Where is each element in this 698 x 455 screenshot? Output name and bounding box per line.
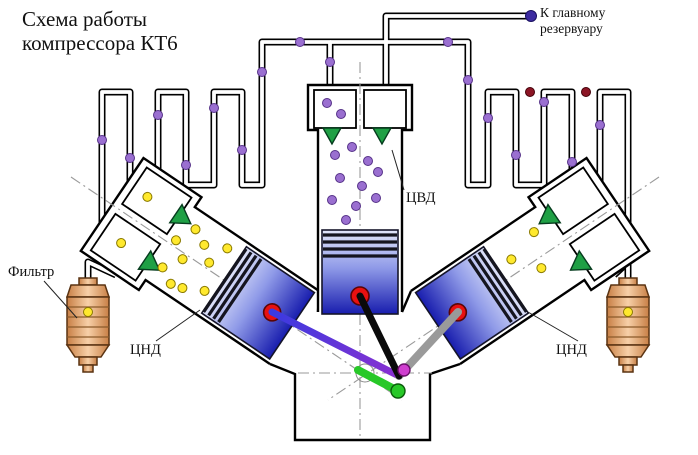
valve-icon xyxy=(137,249,161,271)
filter-label: Фильтр xyxy=(8,264,54,280)
air-dot-purple xyxy=(511,150,521,160)
air-dot-purple xyxy=(351,201,361,211)
diagram-title-line2: компрессора КТ6 xyxy=(22,31,178,55)
lp-cylinder-right-label: ЦНД xyxy=(556,342,587,358)
air-dot-yellow xyxy=(177,254,188,265)
leader-lp-left xyxy=(155,309,201,342)
air-dot-purple xyxy=(97,135,107,145)
air-dot-purple xyxy=(295,37,305,47)
air-dot-purple xyxy=(539,97,549,107)
air-dot-purple xyxy=(325,57,335,67)
piston-left xyxy=(200,245,316,361)
reservoir-dot xyxy=(525,10,537,22)
air-dot-red xyxy=(525,87,535,97)
connecting-rod-center xyxy=(356,292,403,380)
air-dot-purple xyxy=(322,98,332,108)
air-dot-yellow xyxy=(142,191,153,202)
air-dot-yellow xyxy=(83,307,93,317)
air-dot-yellow xyxy=(204,257,215,268)
air-dot-purple xyxy=(209,103,219,113)
air-dot-purple xyxy=(257,67,267,77)
air-dot-purple xyxy=(181,160,191,170)
air-dot-yellow xyxy=(528,227,539,238)
diagram-title-line1: Схема работы xyxy=(22,7,147,31)
air-dot-purple xyxy=(443,37,453,47)
hp-cylinder-label: ЦВД xyxy=(406,190,436,206)
valve-icon xyxy=(321,127,343,146)
labels: Схема работы компрессора КТ6 К главному … xyxy=(8,5,606,358)
valve-chamber xyxy=(313,89,357,129)
air-dots-left xyxy=(116,191,233,296)
air-dot-purple xyxy=(330,150,340,160)
air-dot-yellow xyxy=(171,235,182,246)
air-dot-purple xyxy=(463,75,473,85)
air-dot-yellow xyxy=(222,243,233,254)
air-dot-purple xyxy=(595,120,605,130)
air-dot-purple xyxy=(327,195,337,205)
air-dot-purple xyxy=(347,142,357,152)
air-dot-purple xyxy=(153,110,163,120)
air-dot-purple xyxy=(341,215,351,225)
air-dot-yellow xyxy=(199,285,210,296)
air-dot-yellow xyxy=(506,254,517,265)
air-dots-right xyxy=(506,227,547,274)
air-dot-purple xyxy=(237,145,247,155)
air-dot-purple xyxy=(567,157,577,167)
leader-filter xyxy=(43,280,78,319)
air-dot-yellow xyxy=(177,283,188,294)
valve-icon xyxy=(538,203,562,225)
air-dot-purple xyxy=(373,167,383,177)
air-dot-purple xyxy=(125,153,135,163)
air-dot-yellow xyxy=(623,307,633,317)
air-dot-yellow xyxy=(190,224,201,235)
connecting-rod-left xyxy=(268,308,403,380)
air-dot-purple xyxy=(371,193,381,203)
air-dot-yellow xyxy=(536,263,547,274)
connecting-rod-right xyxy=(395,308,462,380)
air-filter-left xyxy=(66,277,110,373)
air-dot-red xyxy=(581,87,591,97)
reservoir-label-line2: резервуару xyxy=(540,21,603,36)
valve-chamber xyxy=(363,89,407,129)
air-dot-purple xyxy=(363,156,373,166)
valve-icon xyxy=(168,203,192,225)
air-dot-purple xyxy=(336,109,346,119)
leader-hp xyxy=(391,149,405,191)
air-dots xyxy=(83,10,633,317)
air-dot-yellow xyxy=(157,262,168,273)
reservoir-label-line1: К главному xyxy=(540,5,606,20)
valve-icon xyxy=(569,249,593,271)
crank-pin xyxy=(397,363,411,377)
air-dot-yellow xyxy=(199,239,210,250)
air-dot-purple xyxy=(335,173,345,183)
air-dot-purple xyxy=(357,181,367,191)
air-dot-yellow xyxy=(165,278,176,289)
crank-ball xyxy=(390,383,406,399)
crank-mechanism xyxy=(268,292,462,399)
air-filter-right xyxy=(606,277,650,373)
leader-lp-right xyxy=(527,311,579,342)
air-dot-yellow xyxy=(116,238,127,249)
lp-cylinder-left-label: ЦНД xyxy=(130,342,161,358)
air-dot-purple xyxy=(483,113,493,123)
valve-icon xyxy=(371,127,393,146)
